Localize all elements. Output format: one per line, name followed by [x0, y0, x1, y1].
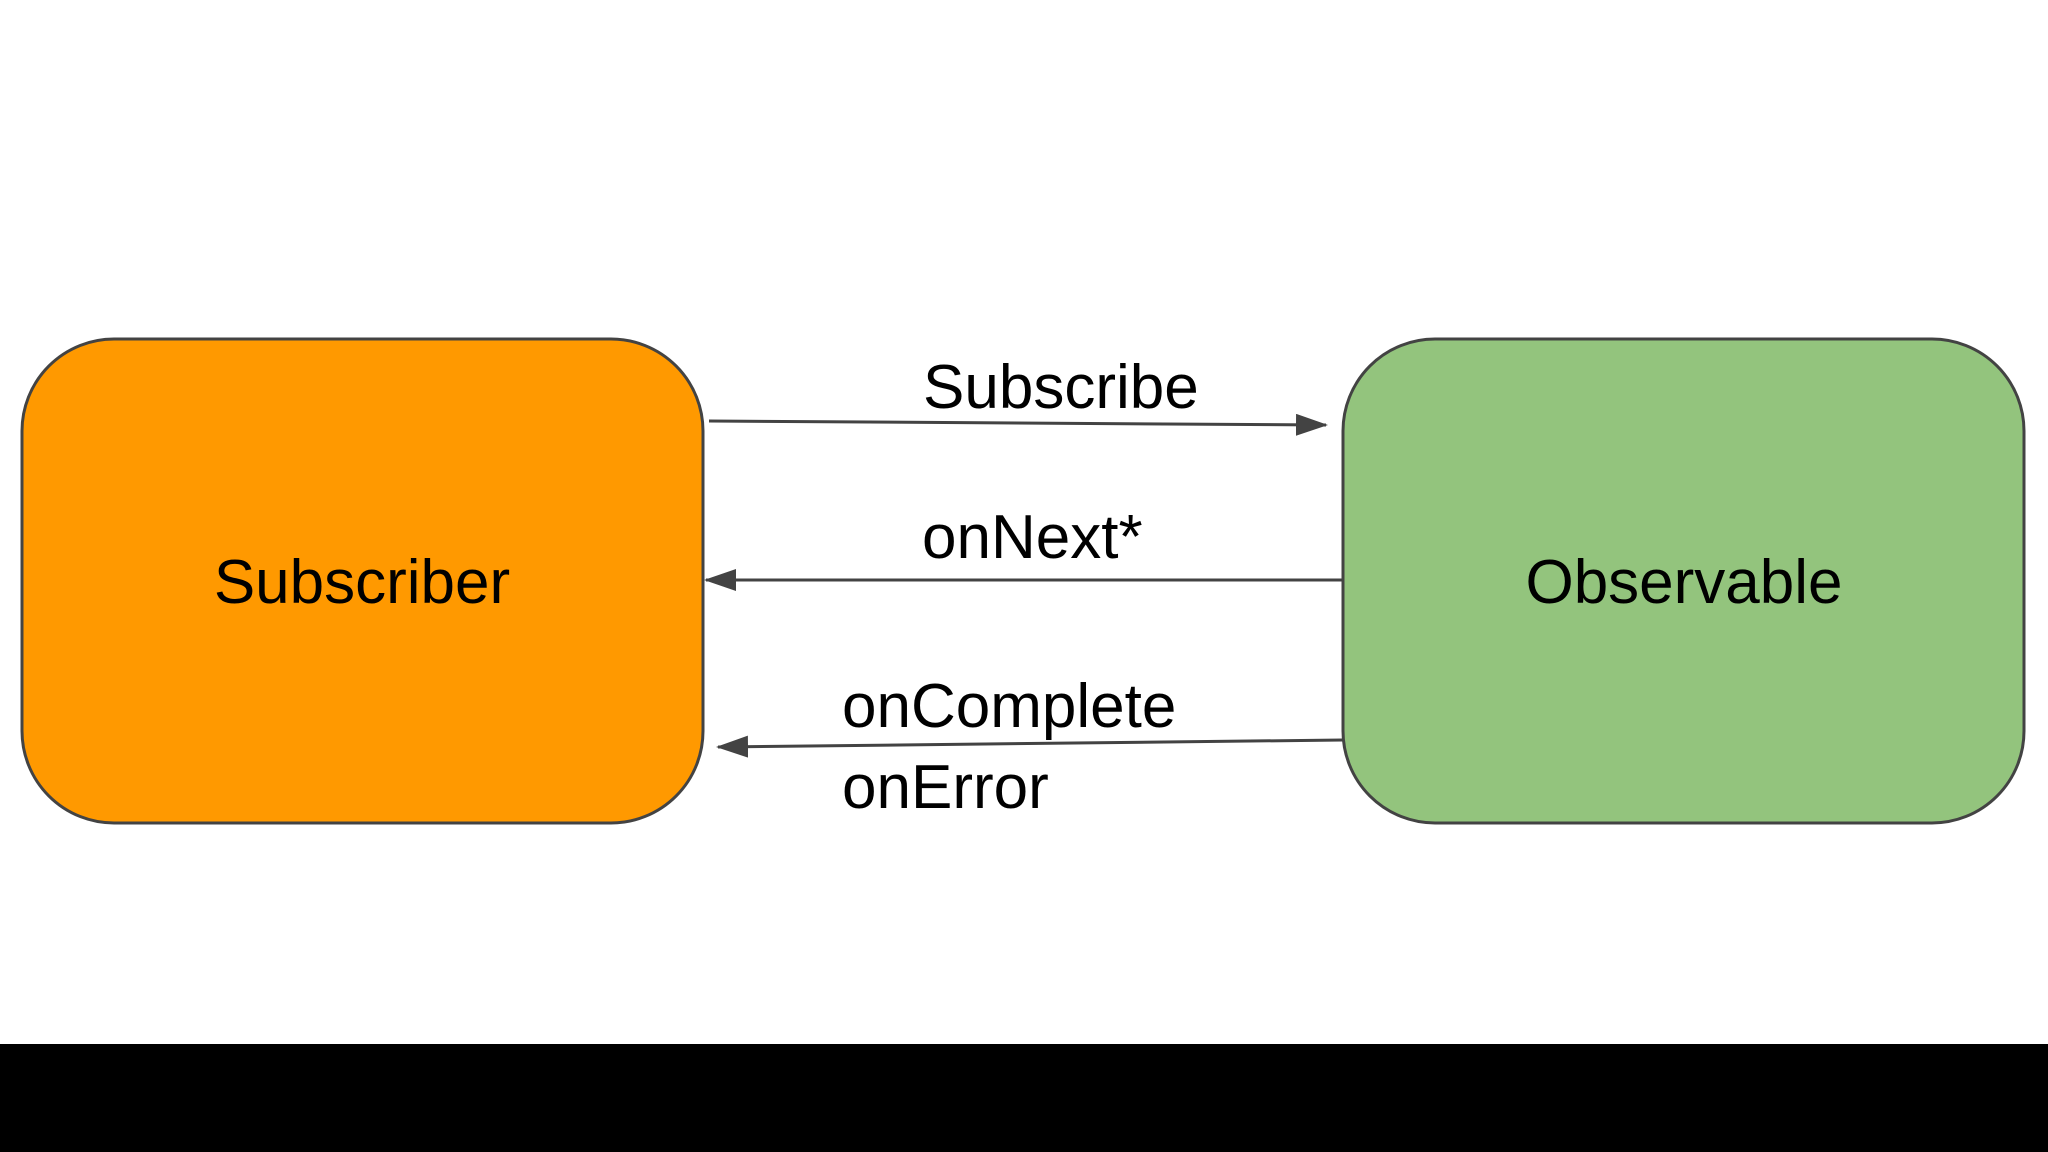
bottom-black-bar: [0, 1044, 2048, 1152]
on-complete-error-arrow: [716, 735, 1344, 758]
on-error-label: onError: [842, 753, 1049, 822]
subscriber-node[interactable]: Subscriber: [20, 337, 705, 825]
subscriber-box: [20, 337, 705, 825]
subscribe-edge: Subscribe: [708, 353, 1328, 436]
on-next-edge: onNext*: [704, 503, 1343, 591]
observable-label: Observable: [1525, 548, 1842, 617]
observable-node[interactable]: Observable: [1341, 337, 2026, 825]
flow-diagram: Subscriber Observable Subscribe onNext* …: [20, 337, 2026, 825]
subscribe-label: Subscribe: [923, 353, 1199, 422]
on-next-label: onNext*: [922, 503, 1143, 572]
on-complete-error-edge: onComplete onError: [716, 672, 1344, 822]
on-complete-label: onComplete: [842, 672, 1176, 741]
subscribe-arrow: [708, 413, 1328, 436]
subscriber-label: Subscriber: [214, 548, 510, 617]
diagram-slide: Subscriber Observable Subscribe onNext* …: [20, 337, 2026, 825]
